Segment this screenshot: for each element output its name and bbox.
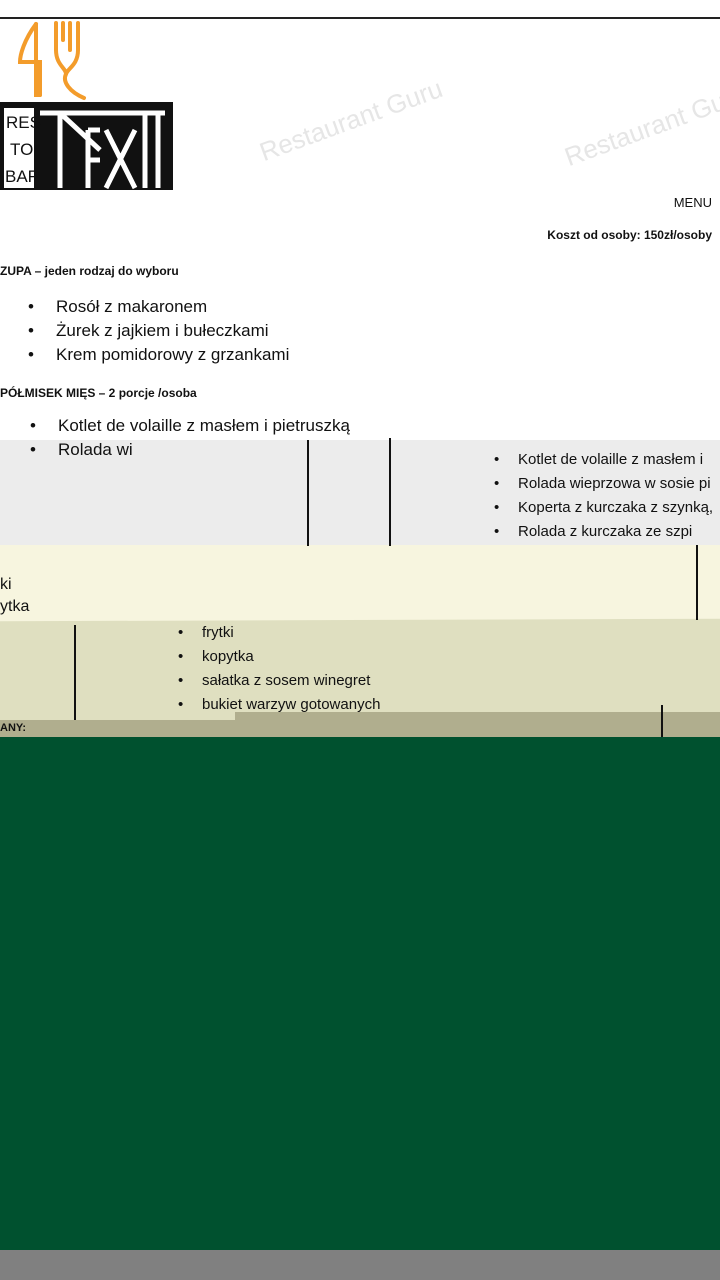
list-item: Kotlet de volaille z masłem i pietruszką [30,414,350,438]
meat-list: Kotlet de volaille z masłem i Rolada wie… [494,448,713,544]
list-item: Rosół z makaronem [28,295,289,319]
list-item: Żurek z jajkiem i bułeczkami [28,319,289,343]
svg-text:RES: RES [6,113,41,132]
fork-knife-icon: RES TO BAR [0,21,173,195]
polmisek-heading: PÓŁMISEK MIĘS – 2 porcje /osoba [0,386,197,400]
top-rule [0,17,720,19]
green-block [0,737,720,1255]
table-divider [307,440,309,546]
menu-label: MENU [673,195,712,210]
table-divider [389,438,391,546]
list-item: Koperta z kurczaka z szynką, [494,496,713,520]
svg-text:BAR: BAR [5,167,40,186]
fragment-text: ytka [0,598,30,615]
glitch-patch [0,712,235,720]
sides-list: frytki kopytka sałatka z sosem winegret … [178,621,380,717]
list-item: frytki [178,621,380,645]
zupa-heading: ZUPA – jeden rodzaj do wyboru [0,264,179,278]
list-item: Krem pomidorowy z grzankami [28,343,289,367]
green-block-edge [632,1220,720,1250]
fragment-heading: ANY: [0,722,27,734]
table-divider [661,705,663,737]
list-item: kopytka [178,645,380,669]
table-divider [74,625,76,720]
svg-text:TO: TO [10,140,33,159]
restobar-next-logo: RES TO BAR [0,10,180,195]
watermark: Restaurant Guru [255,73,447,167]
list-item: sałatka z sosem winegret [178,669,380,693]
list-item: bukiet warzyw gotowanych [178,693,380,717]
list-item: Rolada z kurczaka ze szpi [494,520,713,544]
glitch-band-cream [0,545,720,627]
polmisek-list: Kotlet de volaille z masłem i pietruszką… [30,414,350,462]
table-divider [696,545,698,620]
fragment-text: ki [0,576,12,593]
cost-per-person: Koszt od osoby: 150zł/osoby [547,228,712,242]
list-item: Rolada wieprzowa w sosie pi [494,472,713,496]
watermark: Restaurant Guru [560,78,720,172]
zupa-list: Rosół z makaronem Żurek z jajkiem i bułe… [28,295,289,367]
list-item: Kotlet de volaille z masłem i [494,448,713,472]
gray-bottom-bar [0,1250,720,1280]
list-item: Rolada wi [30,438,350,462]
